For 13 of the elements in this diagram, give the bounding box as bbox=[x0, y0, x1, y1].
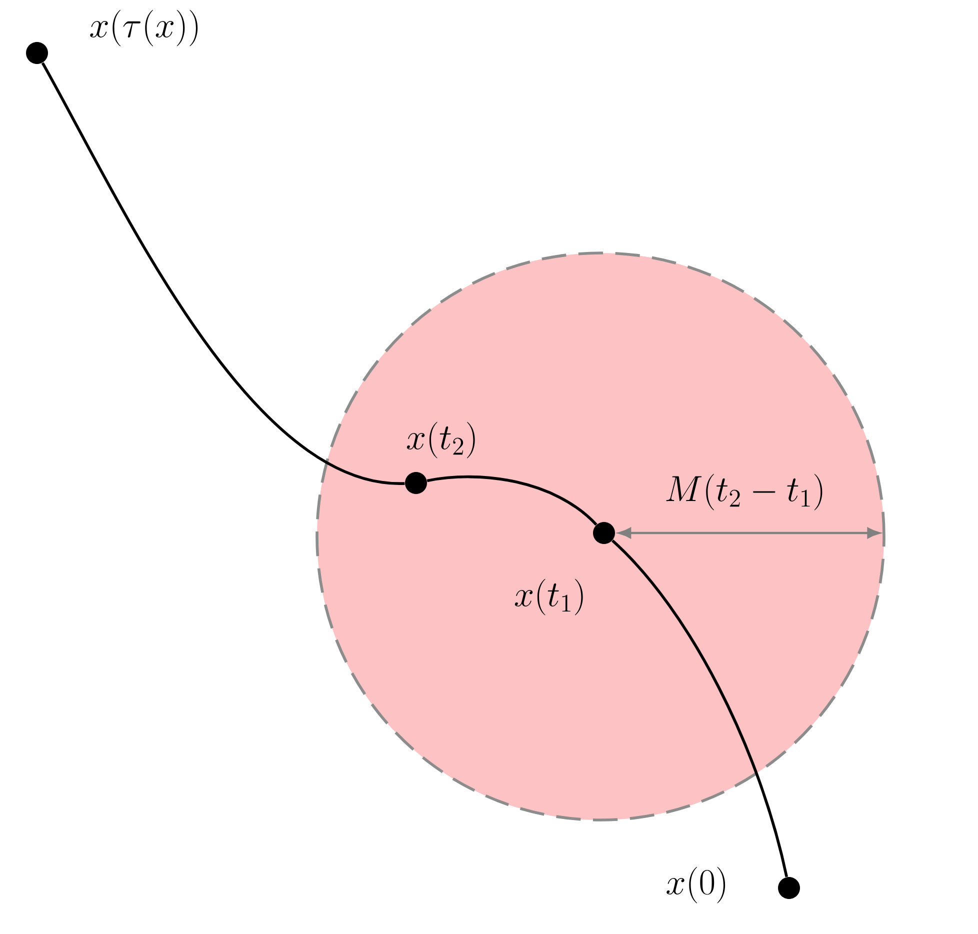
curve bbox=[611, 540, 788, 878]
labelled-point: $x(\tau(x))$ bbox=[26, 10, 198, 64]
node-label: $x(0)$ bbox=[666, 866, 726, 904]
labelled-point: $x(0)$ bbox=[666, 866, 800, 904]
curve bbox=[41, 62, 405, 485]
dashed-disc bbox=[316, 252, 886, 822]
labelled-point: $x(t_2)$ bbox=[405, 422, 475, 494]
node-label: $x(t_1)$ bbox=[514, 578, 583, 616]
curve bbox=[426, 475, 598, 526]
dimension-label: $M(t_2-t_1)$ bbox=[666, 474, 822, 510]
node-label: $x(t_2)$ bbox=[406, 422, 475, 458]
labelled-point: $x(t_1)$ bbox=[514, 522, 615, 616]
node-label: $x(\tau(x))$ bbox=[90, 10, 198, 46]
